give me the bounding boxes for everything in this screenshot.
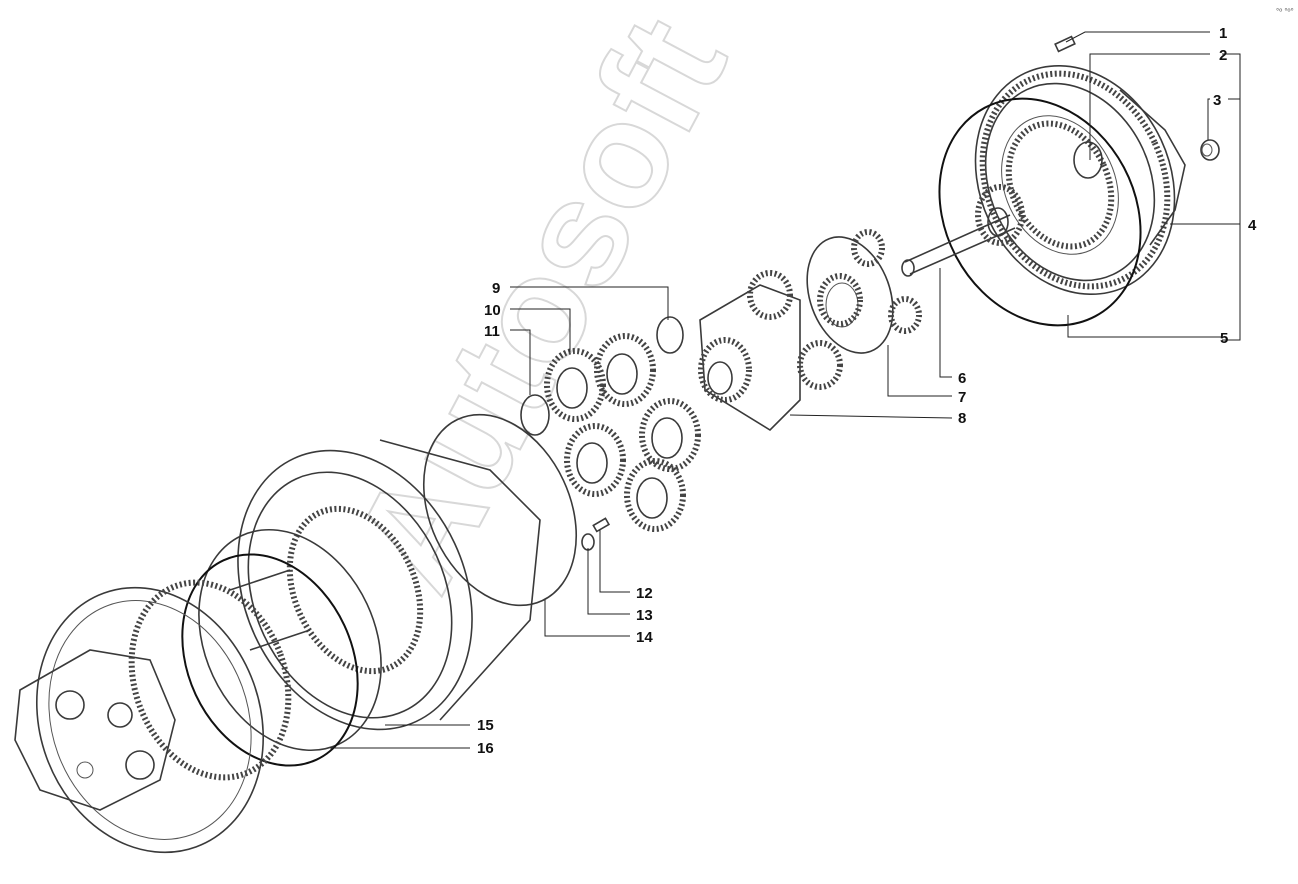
callout-9: 9 (492, 280, 500, 297)
hydraulic-motor (14, 569, 311, 854)
leader-lines (330, 31, 1241, 749)
callout-8: 8 (958, 410, 966, 427)
callout-11: 11 (484, 323, 500, 340)
callout-12: 12 (636, 585, 653, 602)
callout-2: 2 (1219, 47, 1227, 64)
corner-mark: °º °º° (1276, 7, 1294, 16)
callout-10: 10 (484, 302, 501, 319)
callout-3: 3 (1213, 92, 1221, 109)
part-7-carrier (806, 229, 922, 354)
part-4-housing (974, 64, 1186, 296)
part-14-ring (422, 413, 578, 607)
part-6-sun-shaft (901, 184, 1025, 277)
part-9-snap-ring (656, 316, 684, 354)
callout-15: 15 (477, 717, 494, 734)
part-10-planet-gears (544, 333, 701, 532)
callout-4: 4 (1248, 217, 1257, 234)
part-3-plug (1200, 139, 1220, 161)
callout-16: 16 (477, 740, 494, 757)
part-5-o-ring (938, 97, 1142, 327)
part-13-washer (581, 533, 595, 551)
part-16-o-ring (181, 553, 359, 767)
part-12-bolt (592, 517, 611, 533)
callout-7: 7 (958, 389, 966, 406)
callout-5: 5 (1220, 330, 1228, 347)
hub-ring-gear (237, 439, 541, 731)
callout-1: 1 (1219, 25, 1227, 42)
callout-6: 6 (958, 370, 966, 387)
part-1-bolt (1054, 35, 1076, 53)
part-8-carrier-assembly (698, 270, 843, 432)
part-11-thrust-ring (520, 394, 550, 436)
callout-14: 14 (636, 629, 653, 646)
callout-13: 13 (636, 607, 653, 624)
part-15-floating-seal (198, 528, 382, 752)
watermark: Autosoft (320, 0, 758, 615)
